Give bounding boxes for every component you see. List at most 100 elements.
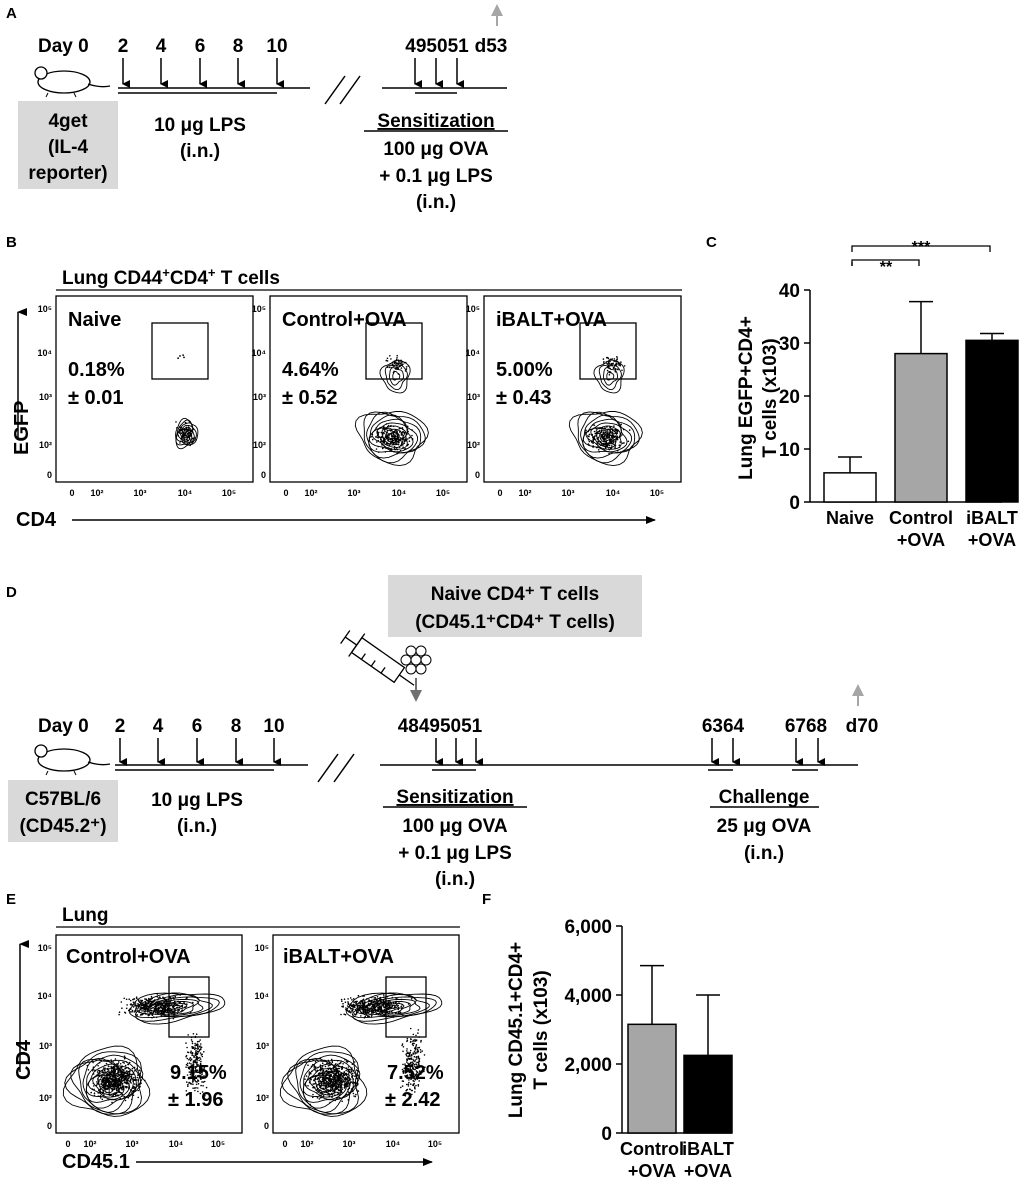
event-dot — [177, 1010, 179, 1012]
timeline-line — [115, 753, 858, 783]
event-dot — [157, 1006, 160, 1009]
event-dot — [327, 1065, 330, 1067]
event-dot — [157, 997, 160, 999]
tick-label: 10² — [39, 440, 52, 450]
event-dot — [386, 436, 389, 438]
contour-line — [128, 992, 226, 1025]
event-dot — [607, 357, 610, 360]
event-dot — [389, 366, 391, 369]
event-dot — [408, 1071, 411, 1074]
flow-plot-frame — [55, 295, 254, 483]
event-dot — [599, 429, 601, 432]
event-dot — [409, 1054, 411, 1057]
event-dot — [99, 1097, 102, 1099]
event-dot — [191, 1081, 194, 1083]
event-dot — [338, 1062, 341, 1065]
event-dot — [623, 442, 625, 444]
tick-label: 0 — [497, 488, 502, 498]
event-dot — [151, 1007, 154, 1009]
sens-line: 100 μg OVA — [383, 139, 489, 160]
event-dot — [199, 1072, 201, 1075]
event-dot — [359, 1008, 361, 1011]
event-dot — [336, 1088, 339, 1090]
event-dot — [417, 1083, 420, 1086]
event-dot — [399, 1011, 402, 1014]
event-dot — [386, 357, 389, 360]
event-dot — [172, 996, 174, 998]
flow-percent: 4.64% — [282, 359, 339, 381]
event-dot — [148, 1007, 150, 1010]
event-dot — [610, 358, 612, 361]
event-dot — [192, 1075, 195, 1077]
event-dot — [187, 1034, 189, 1036]
event-dot — [420, 1039, 422, 1042]
event-dot — [343, 1074, 346, 1077]
challenge-title: Challenge — [719, 787, 810, 808]
event-dot — [93, 1092, 96, 1094]
bar — [627, 1023, 677, 1134]
panel-letter-a: A — [6, 5, 17, 22]
event-dot — [135, 996, 138, 998]
sens-line: + 0.1 μg LPS — [398, 843, 512, 864]
y-tick-label: 2,000 — [564, 1055, 612, 1076]
event-dot — [355, 1093, 357, 1096]
event-dot — [312, 1096, 314, 1099]
contour-line — [85, 1063, 130, 1100]
event-dot — [186, 1081, 188, 1083]
event-dot — [123, 1062, 125, 1064]
event-dot — [364, 1011, 367, 1013]
contour-line — [345, 992, 443, 1025]
event-dot — [347, 1082, 349, 1085]
day-label: 10 — [263, 716, 284, 737]
event-dot — [419, 1070, 421, 1072]
event-dot — [382, 440, 385, 443]
event-dot — [140, 1006, 142, 1009]
event-dot — [137, 999, 140, 1001]
flow-sd: ± 0.52 — [282, 387, 337, 409]
event-dot — [375, 448, 378, 450]
event-dot — [423, 1070, 425, 1073]
event-dot — [407, 1085, 410, 1087]
event-dot — [154, 1007, 156, 1009]
event-dot — [190, 1069, 193, 1071]
event-dot — [606, 365, 609, 368]
event-dot — [594, 432, 596, 435]
event-dot — [358, 1004, 360, 1006]
event-dot — [186, 1074, 189, 1076]
event-dot — [177, 357, 180, 360]
event-dot — [189, 1073, 192, 1076]
event-dot — [355, 1069, 358, 1071]
event-dot — [319, 1080, 322, 1082]
event-dot — [318, 1072, 321, 1074]
event-dot — [401, 1080, 404, 1082]
tick-label: 10² — [467, 440, 480, 450]
event-dot — [116, 1075, 118, 1077]
event-dot — [604, 427, 606, 429]
chart-c-ylabel-1: Lung EGFP+CD4+ — [736, 316, 757, 480]
axis-label-cd4: CD4 — [16, 509, 57, 531]
event-dot — [100, 1085, 102, 1088]
event-dot — [417, 1046, 419, 1049]
contour-line — [385, 429, 400, 443]
transfer-box-line-1: Naive CD4⁺ T cells — [431, 584, 599, 605]
event-dot — [138, 1069, 141, 1072]
event-dot — [327, 1073, 329, 1075]
event-dot — [148, 1014, 151, 1016]
day-label: 2 — [118, 36, 129, 57]
event-dot — [192, 1087, 194, 1089]
event-dot — [376, 996, 379, 998]
event-dot — [407, 1057, 410, 1060]
event-dot — [395, 440, 397, 443]
event-dot — [608, 444, 611, 447]
event-dot — [412, 1066, 414, 1069]
event-dot — [133, 1076, 135, 1079]
event-dot — [393, 445, 396, 448]
event-dot — [414, 1078, 417, 1081]
event-dot — [396, 359, 398, 362]
tick-label: 10² — [304, 488, 317, 498]
event-dot — [110, 1066, 113, 1069]
event-dot — [125, 1067, 127, 1070]
event-dot — [310, 1078, 312, 1081]
event-dot — [98, 1069, 101, 1072]
tick-label: 10² — [518, 488, 531, 498]
